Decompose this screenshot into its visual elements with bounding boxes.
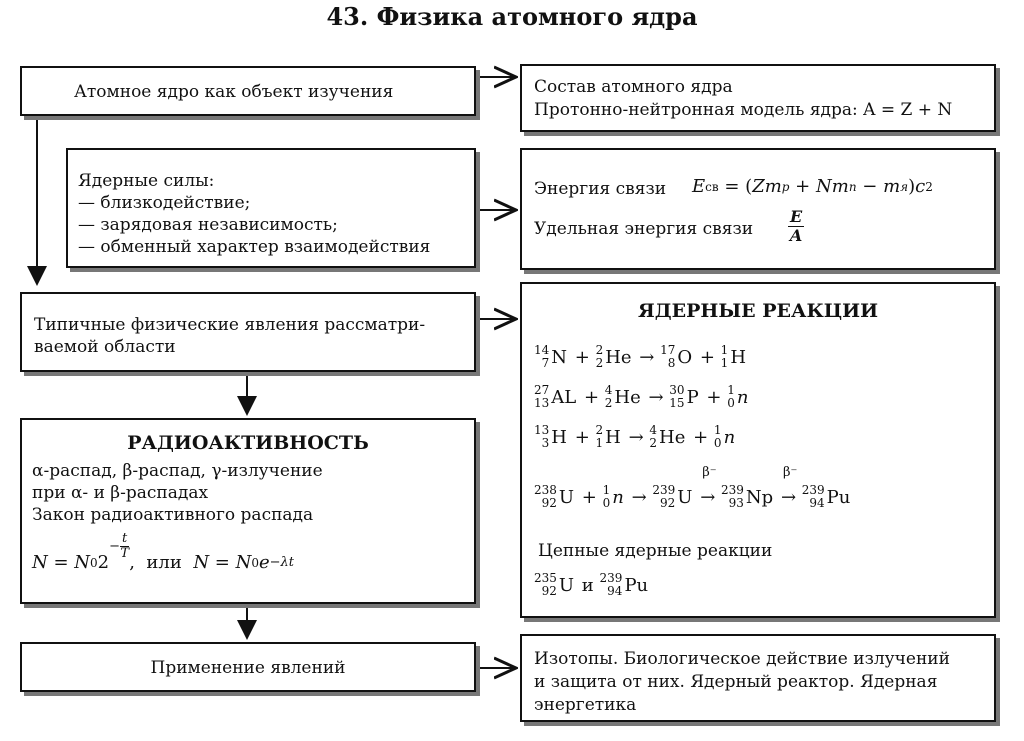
composition-line: Состав атомного ядра (534, 77, 733, 97)
force-item: — обменный характер взаимодействия (78, 237, 431, 257)
page-title: 43. Физика атомного ядра (326, 2, 698, 31)
binding-label: Энергия связи (534, 179, 667, 199)
apps-line: и защита от них. Ядерный реактор. Ядерна… (534, 672, 938, 692)
force-item: — зарядовая независимость; (78, 215, 338, 235)
composition-box: Состав атомного ядра Протонно-нейтронная… (520, 64, 996, 132)
application-label: Применение явлений (150, 658, 346, 678)
phenomena-line: ваемой области (34, 337, 176, 357)
radio-line: α-распад, β-распад, γ-излучение (32, 461, 323, 481)
nuclear-forces-box: Ядерные силы: — близкодействие; — зарядо… (66, 148, 476, 268)
phenomena-box: Типичные физические явления рассматри- в… (20, 292, 476, 372)
applications-box: Изотопы. Биологическое действие излучени… (520, 634, 996, 722)
composition-line: Протонно-нейтронная модель ядра: A = Z +… (534, 100, 953, 120)
apps-line: энергетика (534, 695, 637, 715)
specific-label: Удельная энергия связи (534, 219, 754, 239)
phenomena-line: Типичные физические явления рассматри- (34, 315, 426, 335)
radioactivity-box: РАДИОАКТИВНОСТЬ α-распад, β-распад, γ-из… (20, 418, 476, 604)
forces-title: Ядерные силы: (78, 171, 215, 191)
apps-line: Изотопы. Биологическое действие излучени… (534, 649, 950, 669)
application-box: Применение явлений (20, 642, 476, 692)
object-label: Атомное ядро как объект изучения (74, 82, 394, 102)
chain-label: Цепные ядерные реакции (538, 541, 773, 561)
radio-line: при α- и β-распадах (32, 483, 209, 503)
force-item: — близкодействие; (78, 193, 251, 213)
radioactivity-title: РАДИОАКТИВНОСТЬ (127, 432, 369, 454)
reactions-title: ЯДЕРНЫЕ РЕАКЦИИ (637, 300, 879, 322)
object-box: Атомное ядро как объект изучения (20, 66, 476, 116)
radio-line: Закон радиоактивного распада (32, 505, 314, 525)
